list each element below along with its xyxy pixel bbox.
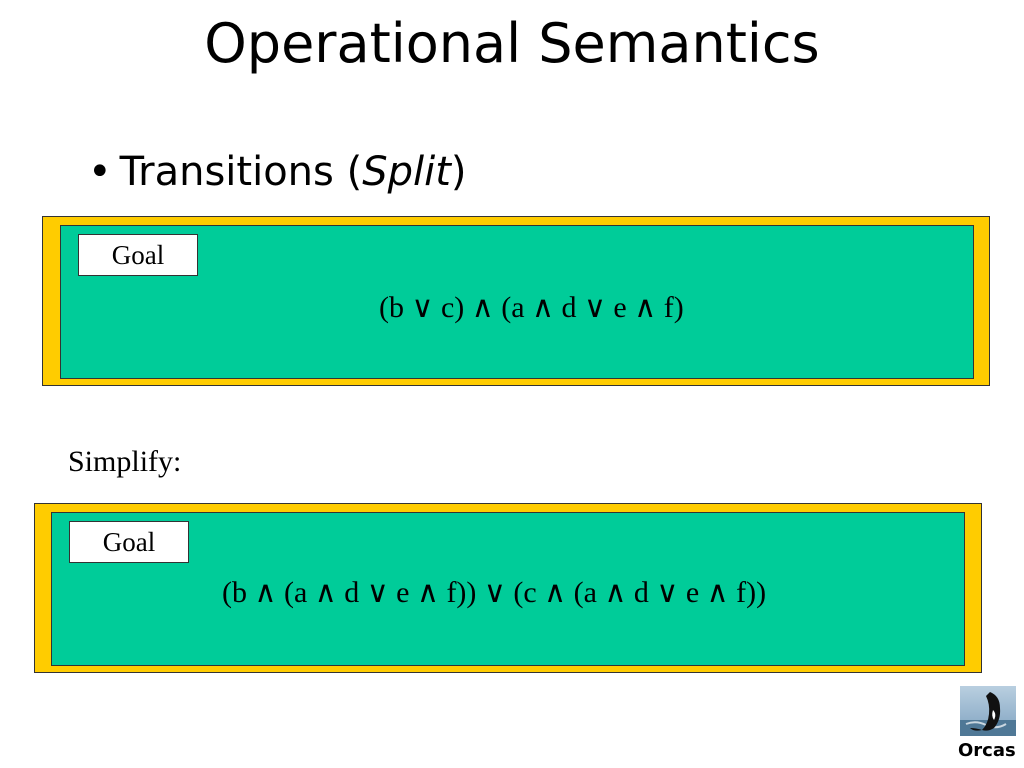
logo-caption: Orcas — [958, 740, 1016, 761]
goal-panel-1: Goal (b ∨ c) ∧ (a ∧ d ∨ e ∧ f) — [60, 225, 974, 379]
bullet-text-after: ) — [450, 149, 467, 195]
orca-whale-icon — [960, 686, 1016, 736]
goal-panel-2: Goal (b ∧ (a ∧ d ∨ e ∧ f)) ∨ (c ∧ (a ∧ d… — [51, 512, 965, 666]
bullet-marker: • — [88, 149, 112, 195]
goal-label-1: Goal — [78, 234, 198, 276]
goal-formula-1: (b ∨ c) ∧ (a ∧ d ∨ e ∧ f) — [379, 291, 684, 324]
bullet-emphasis: Split — [362, 149, 451, 195]
bullet-text-before: Transitions ( — [119, 149, 363, 195]
simplify-label: Simplify: — [68, 445, 182, 478]
bullet-transitions: •Transitions (Split) — [88, 148, 467, 196]
goal-frame-1: Goal (b ∨ c) ∧ (a ∧ d ∨ e ∧ f) — [42, 216, 990, 386]
goal-frame-2: Goal (b ∧ (a ∧ d ∨ e ∧ f)) ∨ (c ∧ (a ∧ d… — [34, 503, 982, 673]
goal-formula-2: (b ∧ (a ∧ d ∨ e ∧ f)) ∨ (c ∧ (a ∧ d ∨ e … — [222, 576, 767, 609]
goal-label-2: Goal — [69, 521, 189, 563]
slide-title: Operational Semantics — [204, 12, 820, 75]
